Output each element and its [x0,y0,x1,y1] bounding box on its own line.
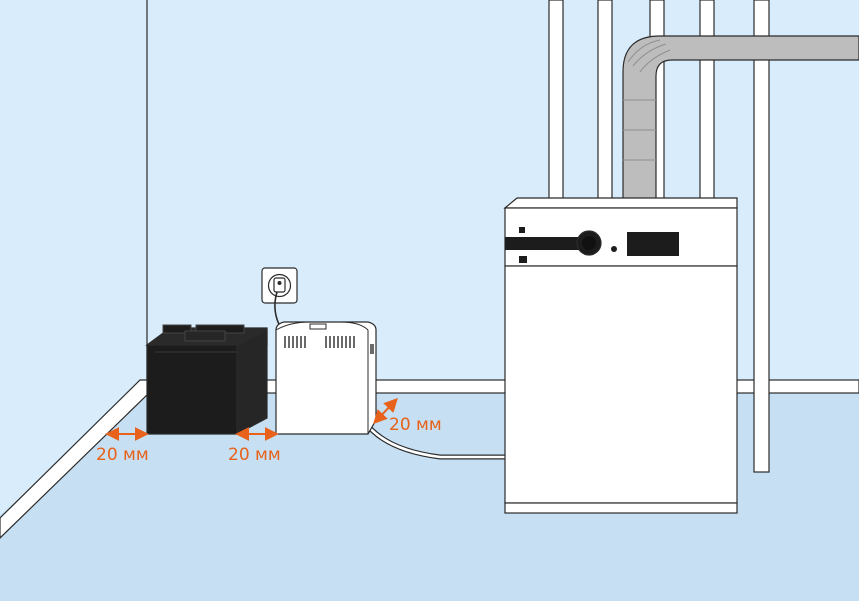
dimension-label-wall: 20 мм [96,445,149,465]
dimension-wall-gap: 20 мм [96,427,149,465]
boiler-led [611,246,617,252]
power-socket [261,267,298,304]
gas-boiler [503,197,738,514]
exhaust-duct [622,35,859,206]
dimension-label-stabilizer: 20 мм [389,415,442,435]
boiler-indicator-bottom [519,256,527,263]
dimension-arrow-stabilizer [373,397,398,425]
boiler-control-bar [505,237,583,250]
stabilizer-vents-left [284,336,306,348]
battery [145,324,268,435]
boiler-indicator-top [519,227,525,233]
dimension-stabilizer-gap: 20 мм [373,397,442,435]
dimension-label-battery: 20 мм [228,445,281,465]
stabilizer-vents-right [325,336,355,348]
voltage-stabilizer [275,321,377,435]
boiler-display [627,232,679,256]
dimension-battery-gap: 20 мм [228,427,281,465]
